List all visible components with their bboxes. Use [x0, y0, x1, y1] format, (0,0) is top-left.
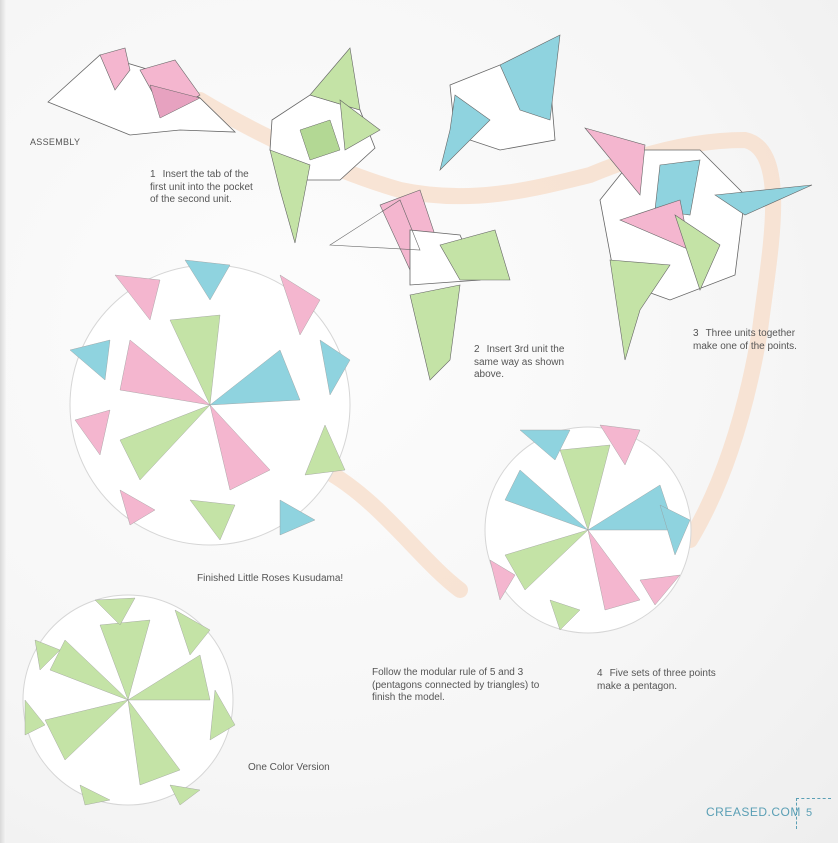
- step-1-number: 1: [150, 169, 156, 180]
- footer-site: CREASED.COM: [706, 805, 801, 819]
- page-number-box: 5: [796, 798, 831, 829]
- finished-caption: Finished Little Roses Kusudama!: [197, 573, 344, 584]
- page-number: 5: [806, 807, 813, 819]
- page-spine-shadow: [0, 0, 6, 843]
- pentagon-five-points-diagram: [484, 424, 692, 634]
- step-2-instruction: Insert 3rd unit the same way as shown ab…: [474, 344, 565, 380]
- step-3-instruction: Three units together make one of the poi…: [693, 328, 797, 352]
- two-unit-assembly-diagram: [269, 47, 381, 244]
- three-unit-assembly-diagram: [329, 34, 561, 381]
- step-4-number: 4: [597, 668, 603, 679]
- step-2-number: 2: [474, 344, 480, 355]
- one-color-kusudama-ball: [22, 594, 236, 806]
- multicolor-kusudama-ball: [69, 259, 351, 546]
- single-unit-diagram: [47, 47, 237, 136]
- point-of-three-units-diagram: [584, 127, 813, 361]
- step-3-number: 3: [693, 328, 699, 339]
- one-color-caption: One Color Version: [248, 762, 330, 773]
- step-4-instruction: Five sets of three points make a pentago…: [597, 668, 716, 692]
- section-title: ASSEMBLY: [30, 137, 81, 147]
- flow-ribbon: [192, 92, 782, 598]
- modular-rule-caption: Follow the modular rule of 5 and 3 (pent…: [372, 667, 540, 703]
- step-1-instruction: Insert the tab of the first unit into th…: [150, 169, 253, 205]
